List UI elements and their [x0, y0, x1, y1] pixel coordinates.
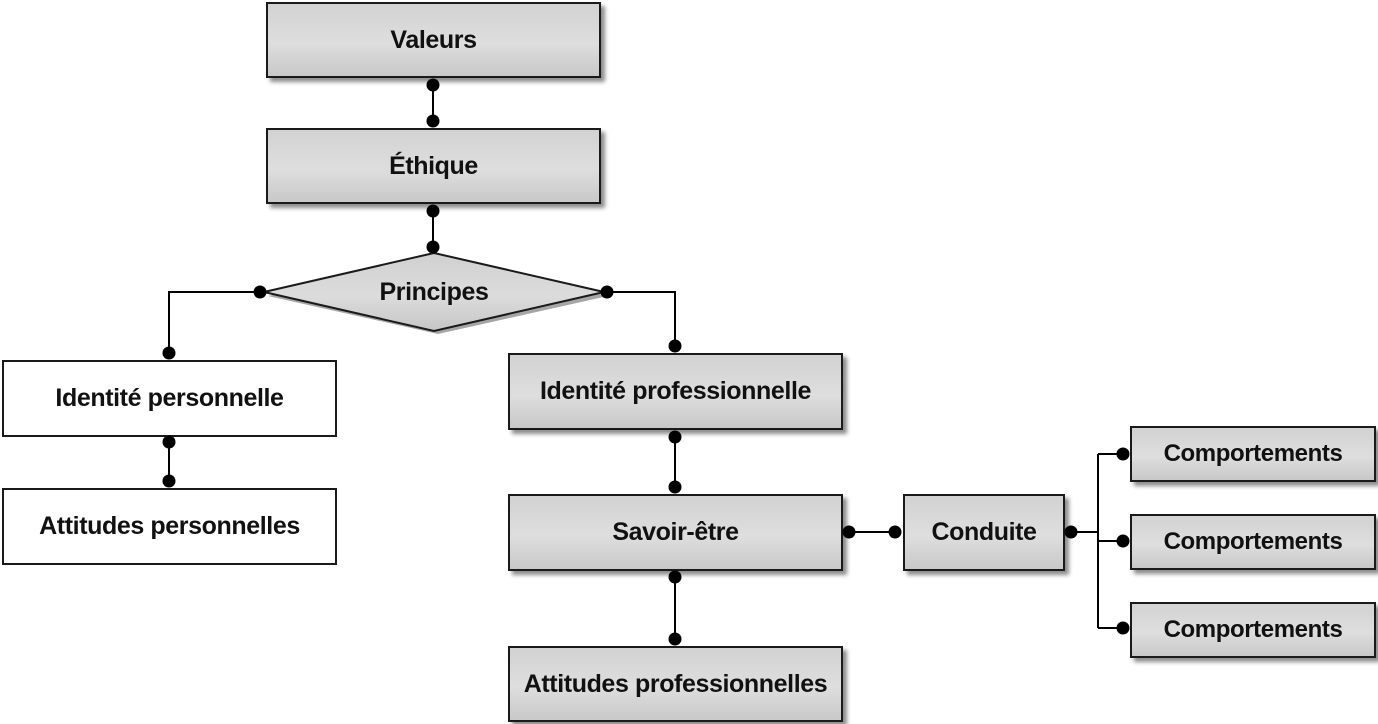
node-attitudes-personnelles: Attitudes personnelles — [2, 488, 337, 565]
node-identite-professionnelle-label: Identité professionnelle — [539, 377, 811, 405]
connector-dot — [426, 78, 440, 92]
connector-dot — [162, 346, 176, 360]
node-identite-professionnelle: Identité professionnelle — [508, 353, 843, 430]
diamond-shape — [263, 251, 608, 334]
connector-dot — [1064, 525, 1078, 539]
connector-principes-identite-professionnelle — [607, 291, 676, 346]
node-principes-label: Principes — [379, 278, 489, 306]
node-ethique-label: Éthique — [389, 151, 478, 180]
connector-dot — [668, 339, 682, 353]
node-principes: Principes — [262, 251, 608, 334]
node-valeurs: Valeurs — [266, 2, 601, 78]
connector-dot — [668, 480, 682, 494]
connector-dot — [1116, 534, 1130, 548]
node-attitudes-professionnelles: Attitudes professionnelles — [508, 646, 843, 722]
connector-dot — [1116, 621, 1130, 635]
connector-dot — [668, 430, 682, 444]
node-identite-personnelle: Identité personnelle — [2, 360, 337, 437]
connector-dot — [426, 204, 440, 218]
node-conduite-label: Conduite — [931, 518, 1037, 546]
connector-dot — [842, 525, 856, 539]
node-valeurs-label: Valeurs — [390, 25, 477, 54]
connector-principes-identite-personnelle — [168, 291, 260, 353]
connector-dot — [668, 632, 682, 646]
node-ethique: Éthique — [266, 128, 601, 204]
connector-dot — [888, 525, 902, 539]
connector-dot — [162, 435, 176, 449]
connector-dot — [426, 114, 440, 128]
node-comportements-1: Comportements — [1130, 426, 1376, 482]
node-comportements-2-label: Comportements — [1163, 528, 1343, 555]
node-comportements-2: Comportements — [1130, 514, 1376, 570]
node-conduite: Conduite — [903, 494, 1065, 571]
node-comportements-3: Comportements — [1130, 602, 1376, 658]
node-comportements-3-label: Comportements — [1163, 616, 1343, 643]
node-identite-personnelle-label: Identité personnelle — [55, 384, 284, 412]
node-attitudes-professionnelles-label: Attitudes professionnelles — [523, 669, 828, 698]
node-savoir-etre-label: Savoir-être — [612, 518, 739, 546]
node-attitudes-personnelles-label: Attitudes personnelles — [39, 512, 300, 540]
connector-dot — [1116, 447, 1130, 461]
node-comportements-1-label: Comportements — [1163, 440, 1343, 467]
connector-dot — [668, 570, 682, 584]
connector-dot — [162, 474, 176, 488]
node-savoir-etre: Savoir-être — [508, 494, 843, 571]
